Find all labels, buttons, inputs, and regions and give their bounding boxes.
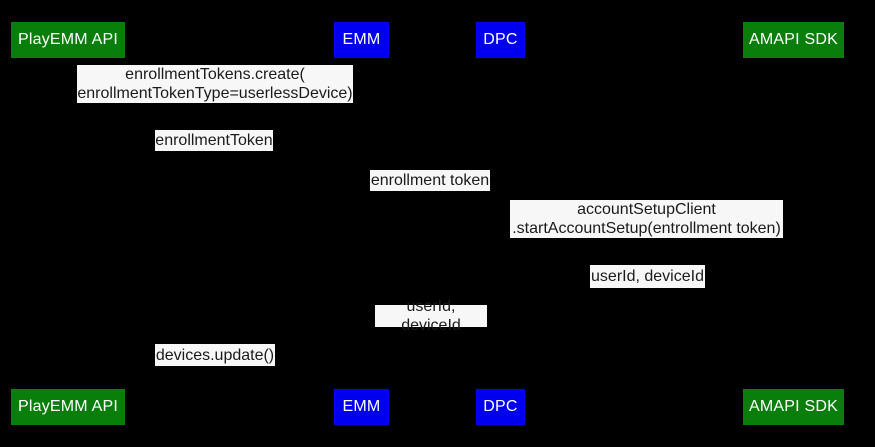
actor-emm-top: EMM bbox=[334, 22, 389, 58]
actor-label: DPC bbox=[483, 31, 518, 48]
msg-start-account-setup: accountSetupClient .startAccountSetup(en… bbox=[510, 200, 783, 238]
actor-label: EMM bbox=[342, 398, 381, 415]
actor-label: EMM bbox=[342, 31, 381, 48]
msg-enrollment-token-to-dpc: enrollment token bbox=[370, 170, 490, 191]
msg-enrollment-token-return: enrollmentToken bbox=[155, 130, 273, 151]
actor-playemm-api-bottom: PlayEMM API bbox=[11, 389, 125, 425]
actor-label: PlayEMM API bbox=[17, 398, 118, 415]
actor-label: DPC bbox=[483, 398, 518, 415]
msg-devices-update: devices.update() bbox=[155, 344, 275, 366]
actor-label: PlayEMM API bbox=[17, 31, 118, 48]
msg-enrollment-tokens-create: enrollmentTokens.create( enrollmentToken… bbox=[77, 65, 353, 103]
actor-playemm-api-top: PlayEMM API bbox=[11, 22, 125, 58]
actor-amapi-sdk-top: AMAPI SDK bbox=[743, 22, 844, 58]
actor-amapi-sdk-bottom: AMAPI SDK bbox=[743, 389, 844, 425]
actor-label: AMAPI SDK bbox=[749, 398, 838, 415]
actor-dpc-bottom: DPC bbox=[476, 389, 525, 425]
actor-emm-bottom: EMM bbox=[334, 389, 389, 425]
msg-userid-deviceid-to-emm: userId, deviceId bbox=[375, 298, 487, 334]
msg-userid-deviceid-from-amapi: userId, deviceId bbox=[590, 265, 705, 288]
actor-dpc-top: DPC bbox=[476, 22, 525, 58]
actor-label: AMAPI SDK bbox=[749, 31, 838, 48]
